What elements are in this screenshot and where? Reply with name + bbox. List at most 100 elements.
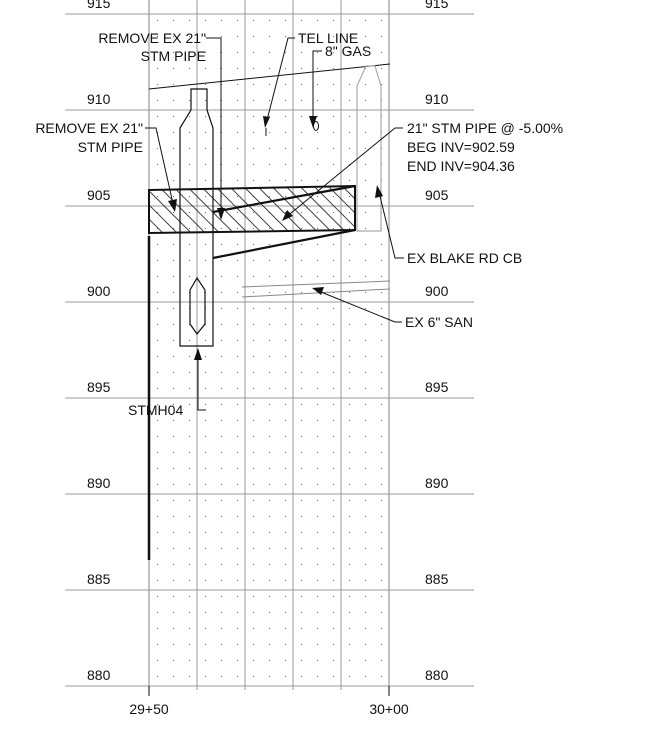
grid-dot	[237, 116, 238, 117]
grid-dot	[365, 660, 366, 661]
grid-dot	[221, 628, 222, 629]
grid-dot	[237, 452, 238, 453]
grid-dot	[253, 340, 254, 341]
grid-dot	[157, 52, 158, 53]
callout-remove-pipe-left-line2: STM PIPE	[78, 139, 143, 155]
existing-san-line-1	[241, 280, 391, 288]
grid-dot	[365, 100, 366, 101]
grid-dot	[301, 484, 302, 485]
grid-dot	[269, 260, 270, 261]
grid-dot	[205, 564, 206, 565]
grid-dot	[237, 244, 238, 245]
grid-dot	[157, 260, 158, 261]
grid-dot	[221, 388, 222, 389]
grid-dot	[237, 596, 238, 597]
grid-dot	[333, 20, 334, 21]
callout-stmh04: STMH04	[128, 402, 183, 418]
grid-dot	[237, 52, 238, 53]
grid-dot	[205, 388, 206, 389]
leader-lines	[145, 37, 404, 411]
leader-remove-pipe-left	[145, 127, 175, 209]
grid-dot	[157, 628, 158, 629]
grid-dot	[333, 660, 334, 661]
grid-dot	[221, 260, 222, 261]
grid-dot	[253, 148, 254, 149]
grid-dot	[285, 308, 286, 309]
grid-dot	[237, 292, 238, 293]
grid-dot	[269, 68, 270, 69]
grid-dot	[221, 436, 222, 437]
grid-dot	[253, 436, 254, 437]
grid-dot	[237, 148, 238, 149]
grid-dot	[205, 356, 206, 357]
grid-dot	[237, 372, 238, 373]
grid-dot	[269, 516, 270, 517]
grid-dot	[317, 644, 318, 645]
grid-dot	[349, 532, 350, 533]
grid-dot	[189, 596, 190, 597]
grid-dot	[333, 68, 334, 69]
grid-dot	[269, 276, 270, 277]
grid-dot	[173, 68, 174, 69]
grid-dot	[381, 596, 382, 597]
elevation-label-right: 900	[425, 283, 449, 299]
grid-dot	[189, 500, 190, 501]
grid-dot	[205, 596, 206, 597]
grid-dot	[221, 292, 222, 293]
grid-dot	[285, 84, 286, 85]
grid-dot	[317, 356, 318, 357]
grid-dot	[333, 260, 334, 261]
grid-dot	[333, 596, 334, 597]
elevation-label-right: 880	[425, 667, 449, 683]
grid-dot	[301, 676, 302, 677]
grid-dot	[317, 404, 318, 405]
grid-dot	[301, 548, 302, 549]
grid-dot	[301, 564, 302, 565]
grid-dot	[301, 36, 302, 37]
grid-dot	[349, 420, 350, 421]
grid-dot	[317, 612, 318, 613]
grid-dot	[365, 308, 366, 309]
grid-dot	[253, 500, 254, 501]
grid-dot	[365, 420, 366, 421]
grid-dot	[157, 516, 158, 517]
grid-dot	[317, 532, 318, 533]
grid-dot	[253, 244, 254, 245]
grid-dot	[269, 404, 270, 405]
grid-dot	[285, 580, 286, 581]
grid-dot	[301, 340, 302, 341]
grid-dot	[173, 580, 174, 581]
grid-dot	[365, 292, 366, 293]
grid-dot	[381, 260, 382, 261]
grid-dot	[253, 420, 254, 421]
grid-dot	[381, 628, 382, 629]
grid-dot	[173, 84, 174, 85]
grid-dot	[237, 84, 238, 85]
grid-dot	[301, 244, 302, 245]
grid-dot	[285, 260, 286, 261]
elevation-label-left: 890	[87, 475, 111, 491]
grid-dot	[189, 532, 190, 533]
grid-dot	[349, 308, 350, 309]
grid-dot	[285, 500, 286, 501]
grid-dot	[205, 676, 206, 677]
grid-dot	[333, 420, 334, 421]
grid-dot	[205, 372, 206, 373]
grid-dot	[301, 516, 302, 517]
grid-dot	[189, 276, 190, 277]
grid-dot	[189, 644, 190, 645]
grid-dot	[237, 532, 238, 533]
grid-dot	[349, 52, 350, 53]
grid-dot	[365, 388, 366, 389]
grid-dot	[221, 660, 222, 661]
grid-dot	[365, 452, 366, 453]
grid-dot	[381, 516, 382, 517]
grid-dot	[301, 356, 302, 357]
grid-dot	[157, 292, 158, 293]
grid-dot	[269, 84, 270, 85]
grid-dot	[253, 260, 254, 261]
grid-dot	[269, 644, 270, 645]
grid-dot	[333, 468, 334, 469]
callout-tel-line: TEL LINE	[298, 30, 358, 46]
grid-dot	[157, 676, 158, 677]
